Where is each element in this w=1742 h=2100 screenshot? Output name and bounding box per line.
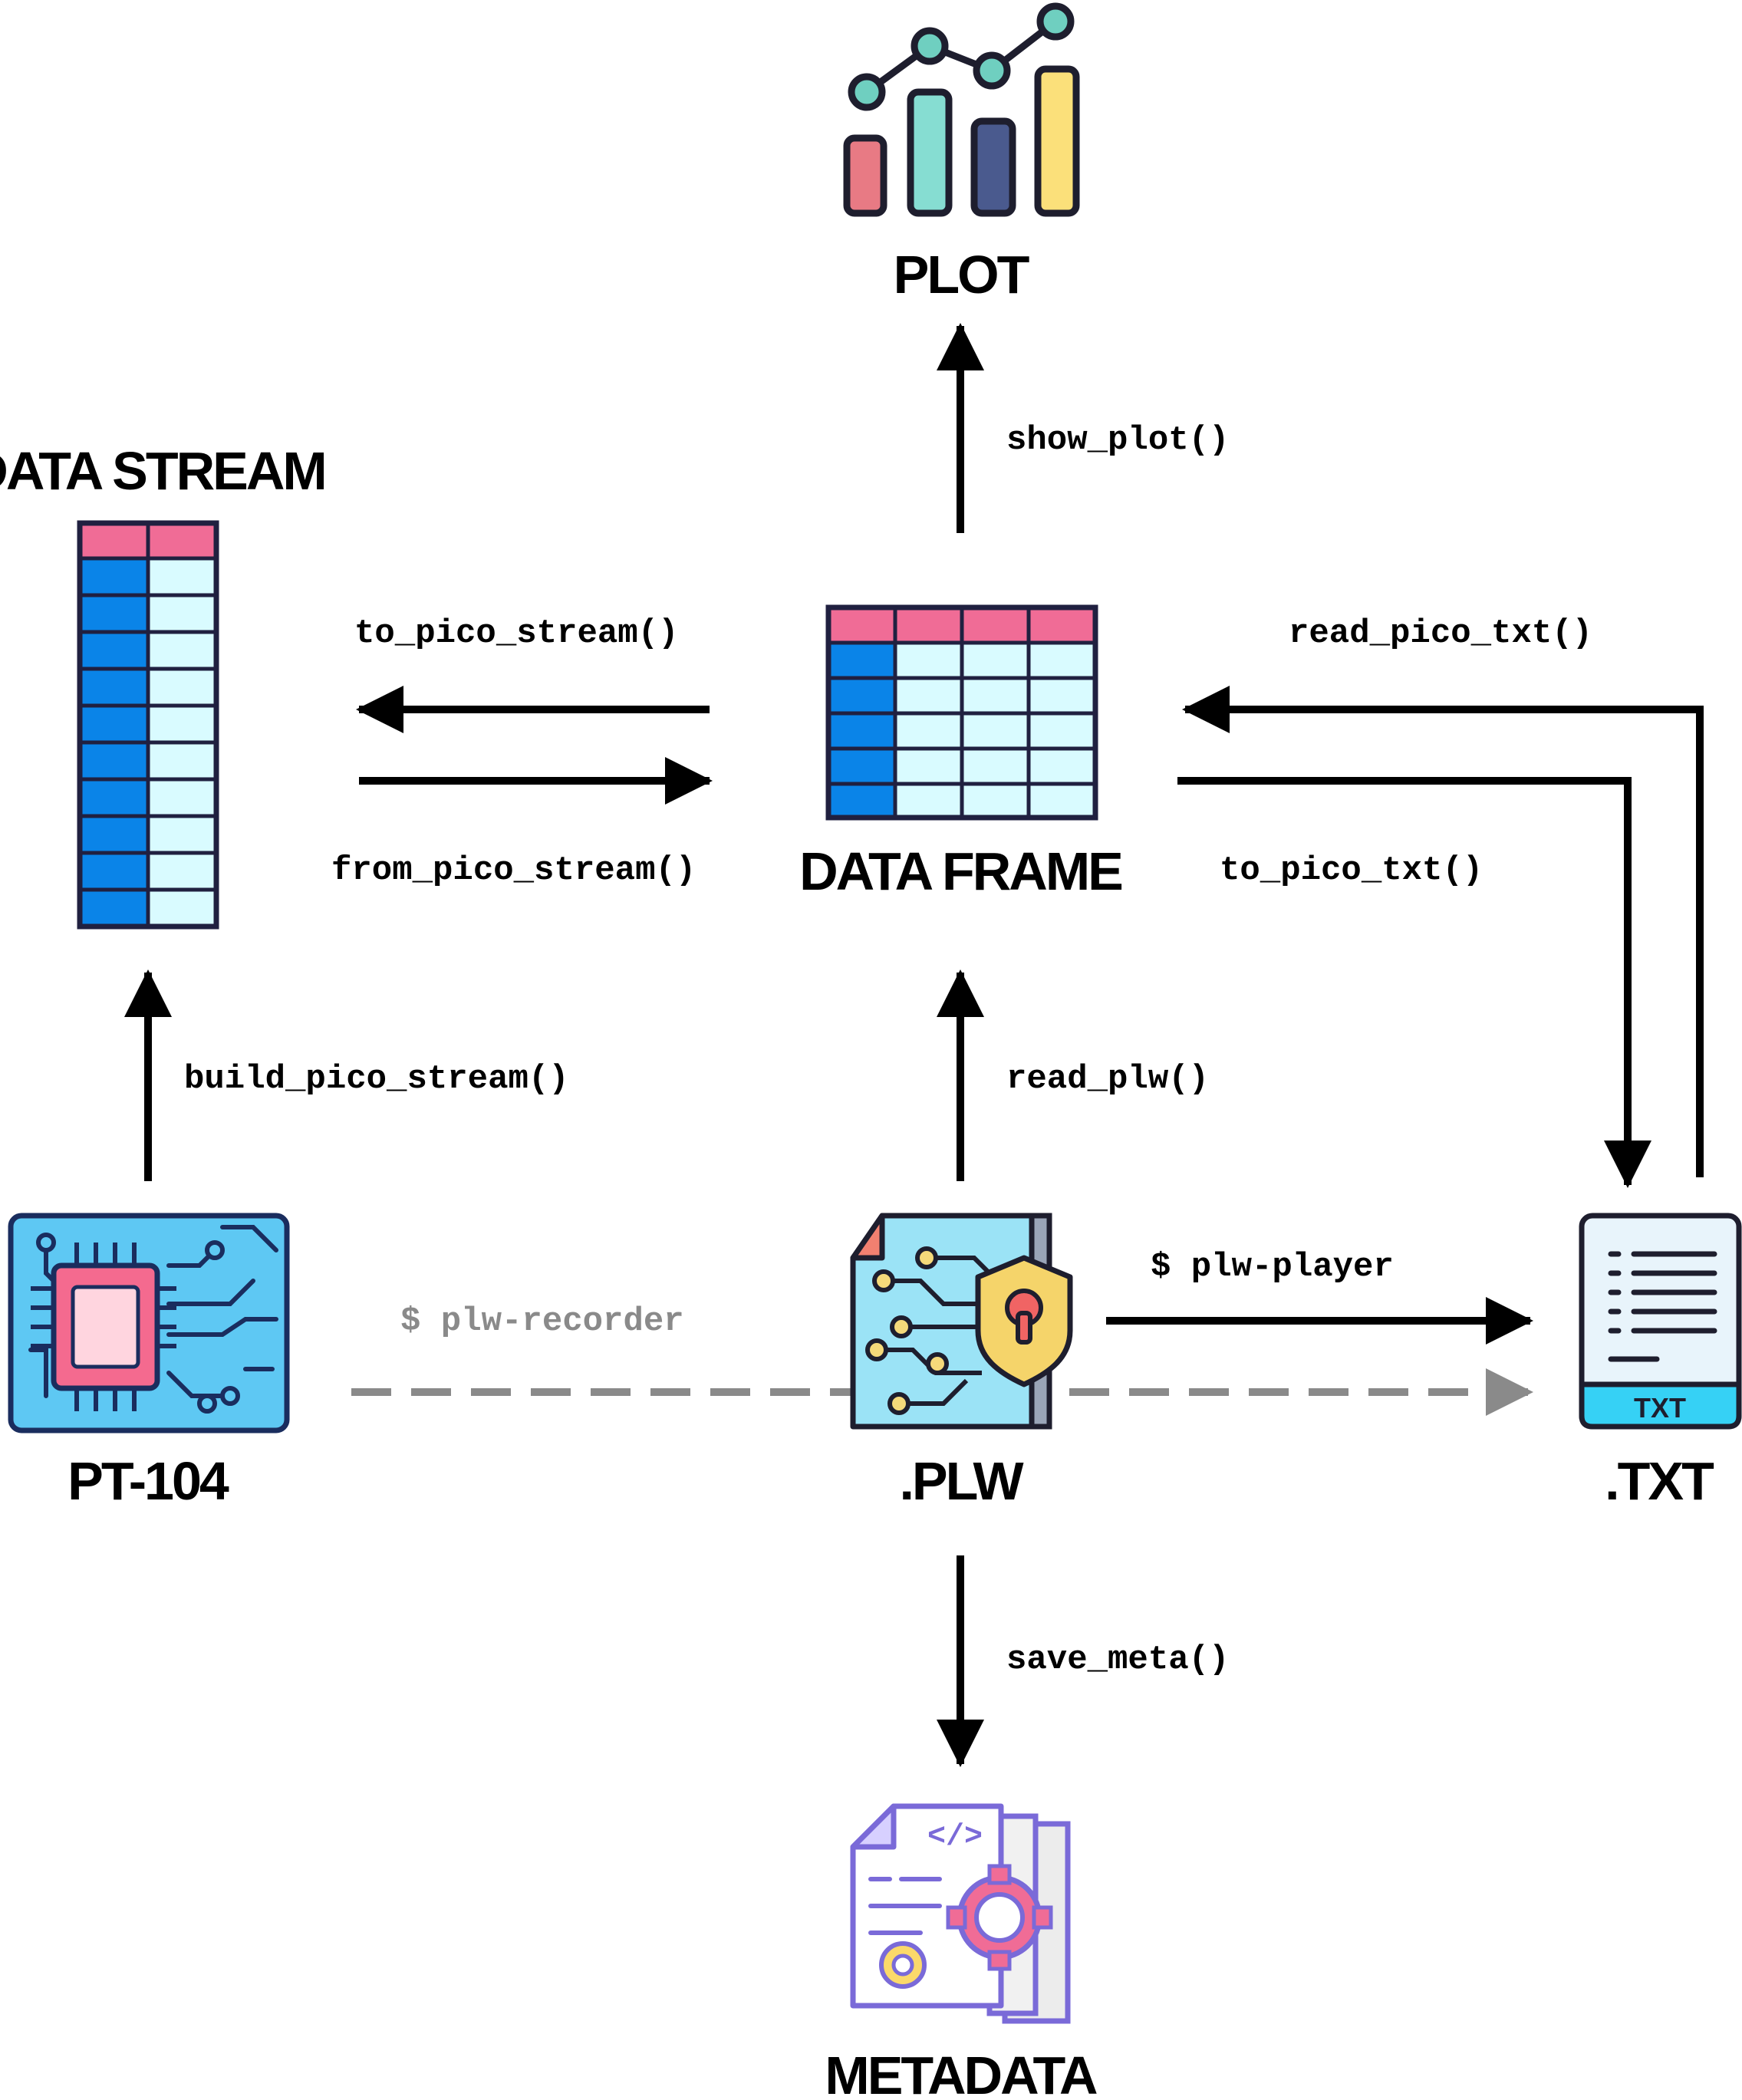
- node-label-data-frame: DATA FRAME: [799, 841, 1121, 901]
- arrow-to-pico-txt: [1177, 777, 1651, 1188]
- data-frame-table-icon: [825, 604, 1098, 821]
- node-label-plw: .PLW: [899, 1451, 1023, 1511]
- label-save-meta: save_meta(): [1006, 1641, 1229, 1679]
- bar-chart-icon: [843, 2, 1080, 217]
- arrow-read-pico-txt: [1182, 686, 1704, 1177]
- circuit-board-icon: [8, 1213, 290, 1433]
- node-label-pt104: PT-104: [68, 1451, 229, 1511]
- label-plw-player: $ plw-player: [1151, 1248, 1394, 1286]
- metadata-documents-icon: </>: [850, 1803, 1071, 2024]
- label-to-pico-stream: to_pico_stream(): [354, 614, 678, 653]
- svg-text:</>: </>: [927, 1820, 983, 1855]
- node-label-txt: .TXT: [1605, 1451, 1714, 1511]
- label-to-pico-txt: to_pico_txt(): [1220, 851, 1483, 890]
- label-read-plw: read_plw(): [1006, 1060, 1209, 1098]
- label-from-pico-stream: from_pico_stream(): [331, 851, 696, 890]
- plw-secure-file-icon: [850, 1213, 1073, 1430]
- txt-file-icon: TXT: [1579, 1213, 1742, 1430]
- data-stream-table-icon: [77, 520, 219, 930]
- label-read-pico-txt: read_pico_txt(): [1289, 614, 1592, 653]
- label-plw-recorder: $ plw-recorder: [400, 1302, 684, 1341]
- label-build-pico-stream: build_pico_stream(): [184, 1060, 569, 1098]
- node-label-plot: PLOT: [894, 245, 1029, 304]
- label-show-plot: show_plot(): [1006, 421, 1229, 459]
- txt-badge: TXT: [1634, 1392, 1686, 1424]
- node-label-data-stream: DATA STREAM: [0, 441, 325, 501]
- node-label-metadata: METADATA: [825, 2046, 1097, 2100]
